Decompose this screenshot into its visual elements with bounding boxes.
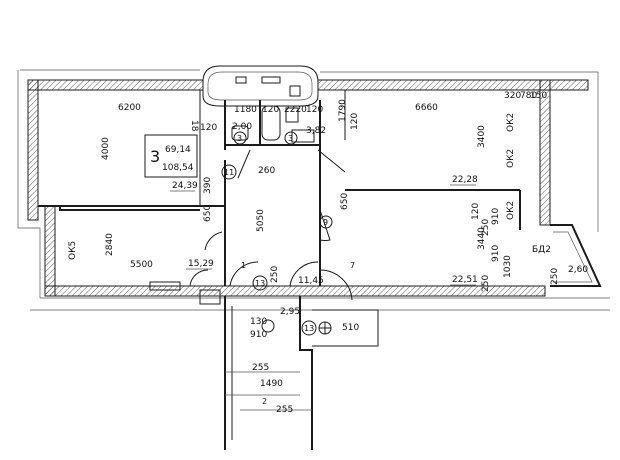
dim-2220: 2220 — [284, 105, 307, 115]
marker-3-b: 3 — [288, 134, 293, 143]
dim-5050: 5050 — [256, 209, 266, 232]
dim-250-a: 250 — [270, 266, 280, 283]
marker-1: 1 — [241, 261, 246, 270]
dim-150: 150 — [530, 91, 547, 101]
dim-260: 260 — [258, 166, 275, 176]
entry-corridor — [224, 296, 379, 450]
dim-390: 390 — [203, 177, 213, 194]
area-balcony: 2,60 — [568, 265, 588, 275]
marker-13-a: 13 — [255, 279, 265, 288]
window-ok2-c: ОК2 — [506, 201, 516, 220]
area-small-entry: 2,95 — [280, 307, 300, 317]
dim-510: 510 — [342, 323, 359, 333]
dim-120-d: 120 — [350, 113, 360, 130]
area-bedroom-right-top: 22,28 — [452, 175, 478, 185]
dim-650-b: 650 — [340, 193, 350, 210]
window-codes: ОК2 ОК2 ОК2 ОК5 БД2 — [68, 113, 551, 260]
door-swings — [189, 149, 353, 301]
dim-250-c: 250 — [481, 275, 491, 292]
marker-11: 11 — [224, 168, 234, 177]
markers: 3 3 11 9 13 13 1 7 2 — [221, 131, 355, 406]
marker-3-a: 3 — [237, 134, 242, 143]
dim-120-a: 120 — [262, 105, 279, 115]
dim-255-b: 255 — [276, 405, 293, 415]
area-wc: 2,00 — [232, 122, 252, 132]
dim-780: 780 — [520, 91, 537, 101]
dim-250-b: 250 — [481, 219, 491, 236]
bathroom-fixtures — [149, 105, 332, 335]
dim-1490: 1490 — [260, 379, 283, 389]
dim-910-a: 910 — [491, 208, 501, 225]
window-ok2-b: ОК2 — [506, 149, 516, 168]
balcony-door-bd2: БД2 — [532, 245, 551, 255]
bay-window — [202, 65, 319, 107]
marker-13-b: 13 — [304, 324, 314, 333]
dim-6660: 6660 — [415, 103, 438, 113]
window-ok5: ОК5 — [68, 241, 78, 260]
dim-2840: 2840 — [105, 233, 115, 256]
dim-650-a: 650 — [203, 205, 213, 222]
window-ok2-a: ОК2 — [506, 113, 516, 132]
room-areas: 24,39 22,28 15,29 22,51 11,45 3,82 2,00 … — [170, 122, 588, 317]
balcony — [550, 224, 602, 287]
area-bath: 3,82 — [306, 126, 326, 136]
dim-3440: 3440 — [477, 227, 487, 250]
dim-250-d: 250 — [550, 268, 560, 285]
dim-5500: 5500 — [130, 260, 153, 270]
dim-4000: 4000 — [101, 137, 111, 160]
living-area: 69,14 — [165, 145, 191, 155]
area-hall: 11,45 — [298, 276, 324, 286]
dim-910-c: 910 — [250, 330, 267, 340]
dimension-labels: 6200 6660 18 1180 120 2220 120 120 260 4… — [101, 91, 560, 415]
marker-7: 7 — [350, 261, 355, 270]
area-bedroom-right-bottom: 22,51 — [452, 275, 478, 285]
dim-130: 130 — [250, 317, 267, 327]
dim-1030: 1030 — [503, 255, 513, 278]
dim-120-b: 120 — [306, 105, 323, 115]
marker-2: 2 — [262, 397, 267, 406]
dim-120-c: 120 — [200, 123, 217, 133]
area-bedroom-left: 15,29 — [188, 259, 214, 269]
area-living: 24,39 — [172, 181, 198, 191]
dim-255-a: 255 — [252, 363, 269, 373]
exterior-walls — [27, 79, 589, 297]
apartment-info-box: 3 69,14 108,54 — [144, 134, 198, 178]
dim-3400: 3400 — [477, 125, 487, 148]
dim-1790: 1790 — [338, 99, 348, 122]
dim-6200: 6200 — [118, 103, 141, 113]
interior-walls — [55, 90, 521, 286]
marker-9: 9 — [323, 218, 328, 227]
dim-18: 18 — [189, 120, 199, 132]
dim-120-e: 120 — [471, 203, 481, 220]
dim-910-b: 910 — [491, 245, 501, 262]
dim-320: 320 — [504, 91, 521, 101]
dim-1180: 1180 — [234, 105, 257, 115]
total-area: 108,54 — [162, 163, 194, 173]
apartment-rooms: 3 — [150, 147, 160, 166]
